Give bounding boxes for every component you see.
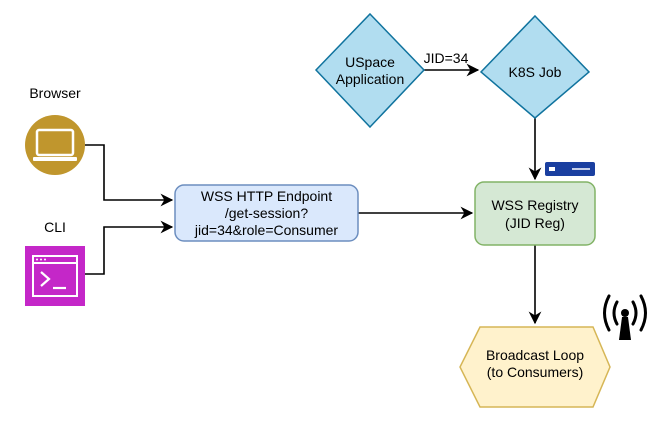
edge-label-jid: JID=34 [424,50,469,66]
broadcast-hexagon [459,326,611,408]
cli-label: CLI [44,219,66,235]
endpoint-line-3: jid=34&role=Consumer [194,222,339,238]
uspace-node: USpace Application [314,12,426,129]
browser-label: Browser [29,85,81,101]
edges [85,63,542,325]
browser-node: Browser [25,85,85,175]
k8s-diamond [479,14,591,119]
server-icon [545,162,595,176]
edge-browser-to-endpoint [85,144,174,207]
endpoint-line-2: /get-session? [225,205,308,221]
registry-box [474,181,596,246]
uspace-line-1: USpace [345,54,395,70]
broadcast-line-2: (to Consumers) [487,364,583,380]
cli-node: CLI [25,219,85,306]
endpoint-node: WSS HTTP Endpoint /get-session? jid=34&r… [174,184,359,242]
registry-node: WSS Registry (JID Reg) [474,181,596,246]
broadcast-node: Broadcast Loop (to Consumers) [459,326,611,408]
monitor-icon [25,115,85,175]
uspace-diamond [314,12,426,129]
registry-line-2: (JID Reg) [505,215,565,231]
endpoint-box [174,184,359,242]
k8s-node: K8S Job [479,14,591,119]
terminal-icon [25,246,85,306]
uspace-line-2: Application [336,71,405,87]
antenna-icon [603,294,647,340]
registry-line-1: WSS Registry [491,197,578,213]
endpoint-line-1: WSS HTTP Endpoint [201,188,332,204]
k8s-label: K8S Job [509,64,562,80]
edge-cli-to-endpoint [85,220,174,275]
broadcast-line-1: Broadcast Loop [486,347,584,363]
